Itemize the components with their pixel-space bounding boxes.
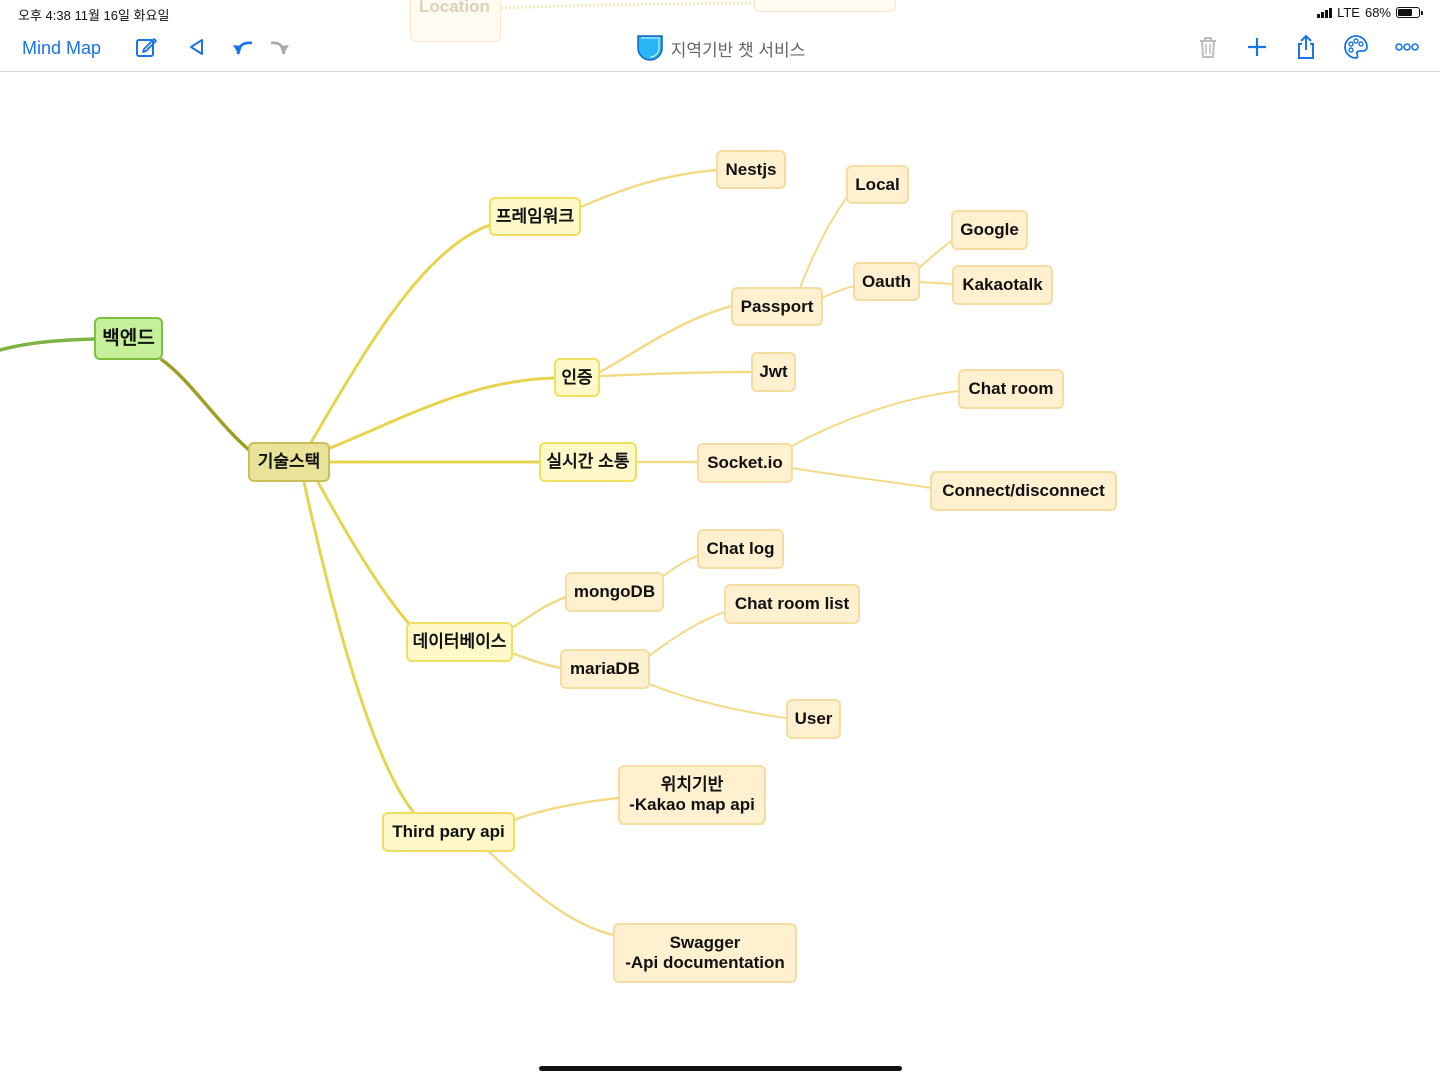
node-label: User [794,709,833,728]
node-label: Kakaotalk [962,275,1043,294]
node-label: mongoDB [573,582,656,601]
status-time: 오후 4:38 11월 16일 화요일 [18,8,170,23]
node-label: 위치기반 -Kakao map api [629,775,755,814]
node-swagger[interactable]: Swagger -Api documentation [613,923,797,983]
node-label: Chat room list [734,594,850,613]
node-mariadb[interactable]: mariaDB [560,649,650,689]
node-chat-log[interactable]: Chat log [697,529,784,569]
node-label: Third pary api [392,822,505,841]
node-label: 실시간 소통 [546,452,630,471]
ghost-node-location[interactable]: Location [410,0,501,42]
share-button[interactable] [1291,32,1321,62]
node-label: 백엔드 [102,327,155,349]
back-triangle-icon [190,39,203,55]
node-realtime[interactable]: 실시간 소통 [539,442,637,482]
node-label: mariaDB [570,659,640,678]
node-label: Chat room [968,379,1054,398]
node-label: Chat log [706,539,775,558]
node-kakaotalk[interactable]: Kakaotalk [952,265,1053,305]
node-label: Nestjs [725,159,777,179]
node-label: Passport [740,296,814,316]
node-passport[interactable]: Passport [731,287,823,326]
more-icon [1395,43,1419,51]
node-label: Oauth [861,271,912,291]
node-kakao-map[interactable]: 위치기반 -Kakao map api [618,765,766,825]
node-database[interactable]: 데이터베이스 [406,622,513,662]
node-label: 데이터베이스 [412,632,507,651]
node-connect-disconnect[interactable]: Connect/disconnect [930,471,1117,511]
status-right: LTE 68% [1317,5,1423,20]
add-icon [1248,38,1266,56]
node-user[interactable]: User [786,699,841,739]
edit-button[interactable] [131,32,161,62]
node-label: Jwt [759,362,788,381]
document-title[interactable]: 지역기반 챗 서비스 [670,40,806,60]
node-label: 인증 [561,367,593,387]
cellular-signal-icon [1317,7,1333,18]
node-label: 기술스택 [257,452,321,471]
status-bar: 오후 4:38 11월 16일 화요일 LTE 68% [0,0,1440,24]
node-third-party[interactable]: Third pary api [382,812,515,852]
mind-map-back-link[interactable]: Mind Map [22,38,102,58]
node-label: Connect/disconnect [942,481,1105,500]
node-tech-stack[interactable]: 기술스택 [248,442,330,482]
node-auth[interactable]: 인증 [554,358,600,397]
node-label: Swagger -Api documentation [625,933,785,972]
node-local[interactable]: Local [846,165,909,204]
ghost-node-partial[interactable] [754,0,896,12]
undo-icon [233,41,253,55]
ghost-node-label: Location [419,0,490,16]
node-socketio[interactable]: Socket.io [697,443,793,483]
edit-icon [136,38,157,57]
node-framework[interactable]: 프레임워크 [489,197,581,236]
redo-button[interactable] [265,32,295,62]
node-label: Google [960,220,1019,239]
share-icon [1298,34,1314,59]
node-nestjs[interactable]: Nestjs [716,150,786,189]
node-mongodb[interactable]: mongoDB [565,572,664,612]
battery-percent: 68% [1364,5,1391,20]
undo-button[interactable] [227,32,257,62]
palette-icon [1344,35,1368,59]
network-label: LTE [1337,5,1360,20]
document-title-group: 지역기반 챗 서비스 [0,33,1440,63]
document-drop-icon [636,35,663,61]
node-jwt[interactable]: Jwt [751,352,796,392]
theme-button[interactable] [1341,32,1371,62]
trash-icon [1200,37,1216,58]
delete-button[interactable] [1193,32,1223,62]
collapse-button[interactable] [181,32,211,62]
ghost-connector [500,1,755,10]
redo-icon [270,41,289,55]
battery-icon [1396,7,1423,18]
node-google[interactable]: Google [951,210,1028,250]
node-label: Socket.io [707,453,783,472]
node-oauth[interactable]: Oauth [853,262,920,301]
add-node-button[interactable] [1242,32,1272,62]
node-label: 프레임워크 [495,206,575,226]
node-chat-room-list[interactable]: Chat room list [724,584,860,624]
node-label: Local [855,174,900,194]
home-indicator[interactable] [539,1066,902,1071]
node-chat-room[interactable]: Chat room [958,369,1064,409]
toolbar: Mind Map 지역기반 챗 서비스 [0,24,1440,72]
more-button[interactable] [1392,32,1422,62]
node-backend[interactable]: 백엔드 [94,317,163,360]
